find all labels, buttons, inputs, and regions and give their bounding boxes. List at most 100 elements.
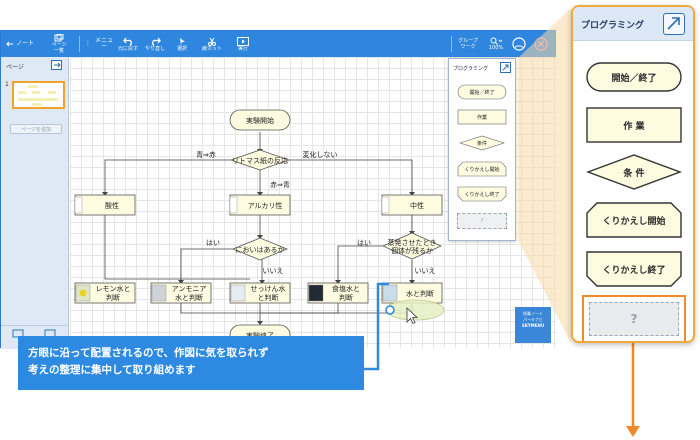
- loop-start-label: くりかえし開始: [602, 216, 666, 227]
- branch-label-blue-red: 青⇒赤: [196, 150, 216, 159]
- undo-label: 元に戻す: [117, 45, 138, 52]
- page-thumbnail[interactable]: [12, 81, 65, 109]
- skymenu-line-1: 授業ノート: [523, 311, 543, 316]
- group-work-button[interactable]: グループワーク: [455, 31, 481, 57]
- programming-palette-zoomed: プログラミング 開始／終了 作 業 条 件 くりかえし開始 くりかえし終了 ?: [571, 5, 695, 343]
- unknown-block[interactable]: ?: [589, 302, 679, 336]
- mini-process-block[interactable]: 作業: [457, 109, 507, 125]
- unknown-block-highlight: ?: [582, 295, 686, 341]
- run-icon: [237, 36, 249, 46]
- zoom-button[interactable]: 100%: [485, 31, 507, 57]
- menu-button[interactable]: ⋮ メニュー: [85, 31, 115, 57]
- callout-pointer-line: [356, 282, 389, 371]
- user-circle-icon: [512, 37, 526, 51]
- loop-end-block[interactable]: くりかえし終了: [585, 249, 683, 289]
- mini-palette-header: プログラミング: [449, 59, 515, 75]
- page-panel-header: ページ: [1, 57, 68, 73]
- water-label: 水と判断: [406, 289, 434, 298]
- loop-start-block[interactable]: くりかえし開始: [585, 200, 683, 240]
- mini-loop-end-block[interactable]: くりかえし終了: [457, 186, 507, 202]
- mini-unknown-label: ?: [480, 218, 484, 224]
- neutral-label: 中性: [410, 201, 424, 210]
- exit-icon[interactable]: [51, 60, 62, 70]
- condition-block[interactable]: 条 件: [585, 152, 683, 192]
- salt-label-2: 判断: [339, 293, 353, 302]
- redo-icon: [151, 37, 161, 46]
- page-list-button[interactable]: ページ一覧: [45, 31, 73, 57]
- undo-button[interactable]: 元に戻す: [117, 31, 139, 57]
- litmus-decision-node[interactable]: [229, 149, 291, 171]
- pages-icon: [54, 34, 64, 42]
- mini-start-end-block[interactable]: 開始／終了: [457, 84, 507, 100]
- add-page-label: ページを追加: [21, 126, 51, 133]
- feature-callout: 方眼に沿って配置されるので、作図に気を取られず 考えの整理に集中して取り組めます: [18, 336, 364, 390]
- mini-loop-end-label: くりかえし終了: [464, 191, 500, 198]
- collapse-icon[interactable]: [663, 13, 685, 35]
- add-page-button[interactable]: ページを追加: [10, 124, 62, 134]
- skymenu-logo: SKYMENU: [521, 323, 545, 328]
- start-end-label: 開始／終了: [611, 73, 657, 84]
- connector-arrows: [102, 149, 415, 325]
- mini-process-label: 作業: [476, 114, 487, 121]
- skymenu-line-2: パーキナビ: [523, 317, 543, 322]
- process-block[interactable]: 作 業: [585, 105, 683, 145]
- start-node[interactable]: [229, 109, 291, 131]
- alkaline-image-icon: [229, 196, 238, 214]
- execute-button[interactable]: 実行: [233, 31, 253, 57]
- execute-label: 実行: [237, 45, 248, 52]
- redo-button[interactable]: やり直し: [143, 31, 167, 57]
- page-panel-title: ページ: [6, 64, 24, 71]
- lemon-icon: [79, 289, 87, 297]
- mini-condition-block[interactable]: 条件: [457, 135, 507, 151]
- user-button[interactable]: [511, 31, 527, 57]
- page-number: 1: [5, 81, 9, 88]
- toolbar-divider: [79, 36, 80, 52]
- mini-unknown-block[interactable]: ?: [457, 213, 507, 229]
- scissors-icon: [208, 37, 216, 46]
- cut-line-label: 線カット: [201, 45, 222, 52]
- flowchart: 実験開始 リトマス紙の反応 青⇒赤 変化しない 赤⇒青 酸性 アルカリ性 中性 …: [74, 109, 445, 346]
- evaporate-decision-label-2: 個体が残るか: [391, 246, 433, 255]
- connector-handle[interactable]: [385, 305, 395, 315]
- smell-decision-label: においはあるか: [236, 246, 285, 254]
- palette-header: プログラミング: [573, 7, 693, 41]
- salt-image-icon: [308, 284, 324, 302]
- evaporate-yes-label: はい: [357, 239, 371, 247]
- salt-label-1: 食塩水と: [332, 284, 360, 293]
- evaporate-decision-label-1: 蒸発させたとき: [388, 238, 437, 247]
- callout-text-line-2: 考えの整理に集中して取り組めます: [28, 364, 196, 376]
- undo-icon: [122, 37, 132, 46]
- smell-decision-node[interactable]: [231, 237, 289, 261]
- callout-text-line-1: 方眼に沿って配置されるので、作図に気を取られず: [28, 347, 269, 359]
- note-button[interactable]: ノート: [5, 31, 35, 57]
- back-arrow-icon: [6, 41, 13, 47]
- litmus-decision-label: リトマス紙の反応: [232, 156, 288, 165]
- menu-dots-icon: ⋮: [85, 40, 91, 47]
- mini-condition-label: 条件: [476, 140, 487, 147]
- start-node-label: 実験開始: [246, 116, 274, 125]
- condition-label: 条 件: [623, 168, 645, 179]
- toolbar: ノート ページ一覧 ⋮ メニュー 元に戻す やり直し 選択 線カット: [1, 31, 555, 57]
- smell-yes-label: はい: [206, 239, 220, 247]
- zoom-level: 100%: [488, 45, 504, 51]
- zoom-beam: [518, 8, 571, 343]
- select-button[interactable]: 選択: [173, 31, 191, 57]
- redo-label: やり直し: [144, 45, 165, 52]
- evaporate-no-label: いいえ: [415, 267, 436, 275]
- evaporate-decision-node[interactable]: [382, 232, 442, 260]
- skymenu-widget[interactable]: 授業ノート パーキナビ SKYMENU: [515, 307, 551, 343]
- alkaline-label: アルカリ性: [248, 201, 283, 210]
- cut-line-button[interactable]: 線カット: [199, 31, 225, 57]
- end-node-label: 実験終了: [246, 331, 274, 340]
- start-end-block[interactable]: 開始／終了: [585, 57, 683, 97]
- mini-loop-start-block[interactable]: くりかえし開始: [457, 161, 507, 177]
- acidic-label: 酸性: [105, 201, 119, 210]
- branch-label-no-change: 変化しない: [303, 150, 338, 159]
- app-window: ノート ページ一覧 ⋮ メニュー 元に戻す やり直し 選択 線カット: [0, 30, 556, 349]
- acidic-image-icon: [74, 196, 83, 214]
- mini-palette-title: プログラミング: [453, 66, 489, 72]
- lemon-label-1: レモン水と: [96, 284, 131, 293]
- collapse-icon[interactable]: [500, 62, 511, 73]
- ammonia-label-2: 水と判断: [175, 293, 203, 302]
